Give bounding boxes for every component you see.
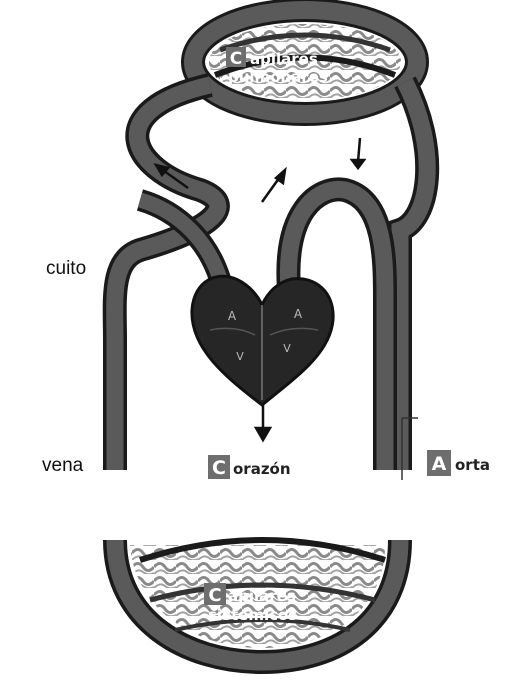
label-capilares-pulmonares: C apilares pulmonares <box>226 47 328 86</box>
capilares-sistemicos-line2: sistémicos <box>208 606 297 624</box>
corazon-initial: C <box>212 457 226 479</box>
capilares-pulmonares-line2: pulmonares <box>228 68 328 86</box>
capilares-pulmonares-initial: C <box>230 49 242 69</box>
aorta-rest: orta <box>455 456 490 474</box>
heart-ventricle-left-label: V <box>236 350 244 363</box>
heart-atrium-right-label: A <box>294 307 303 321</box>
label-capilares-sistemicos: C apilares sistémicos <box>204 583 297 624</box>
capilares-pulmonares-line1: apilares <box>250 50 318 68</box>
label-aorta: A orta <box>427 450 490 476</box>
heart-ventricle-right-label: V <box>283 342 291 355</box>
label-corazon: C orazón <box>208 455 291 479</box>
heart: A V A V <box>192 276 333 405</box>
heart-atrium-left-label: A <box>228 309 237 323</box>
corazon-rest: orazón <box>233 460 291 478</box>
arrow-down-icon-right <box>352 138 364 168</box>
capilares-sistemicos-line1: apilares <box>228 587 296 605</box>
aorta-initial: A <box>432 453 447 475</box>
pulmonary-vein-curve <box>400 82 427 470</box>
pulmonary-artery-loop <box>115 85 218 470</box>
capilares-sistemicos-initial: C <box>208 585 221 606</box>
arrow-up-right-icon <box>262 170 285 202</box>
